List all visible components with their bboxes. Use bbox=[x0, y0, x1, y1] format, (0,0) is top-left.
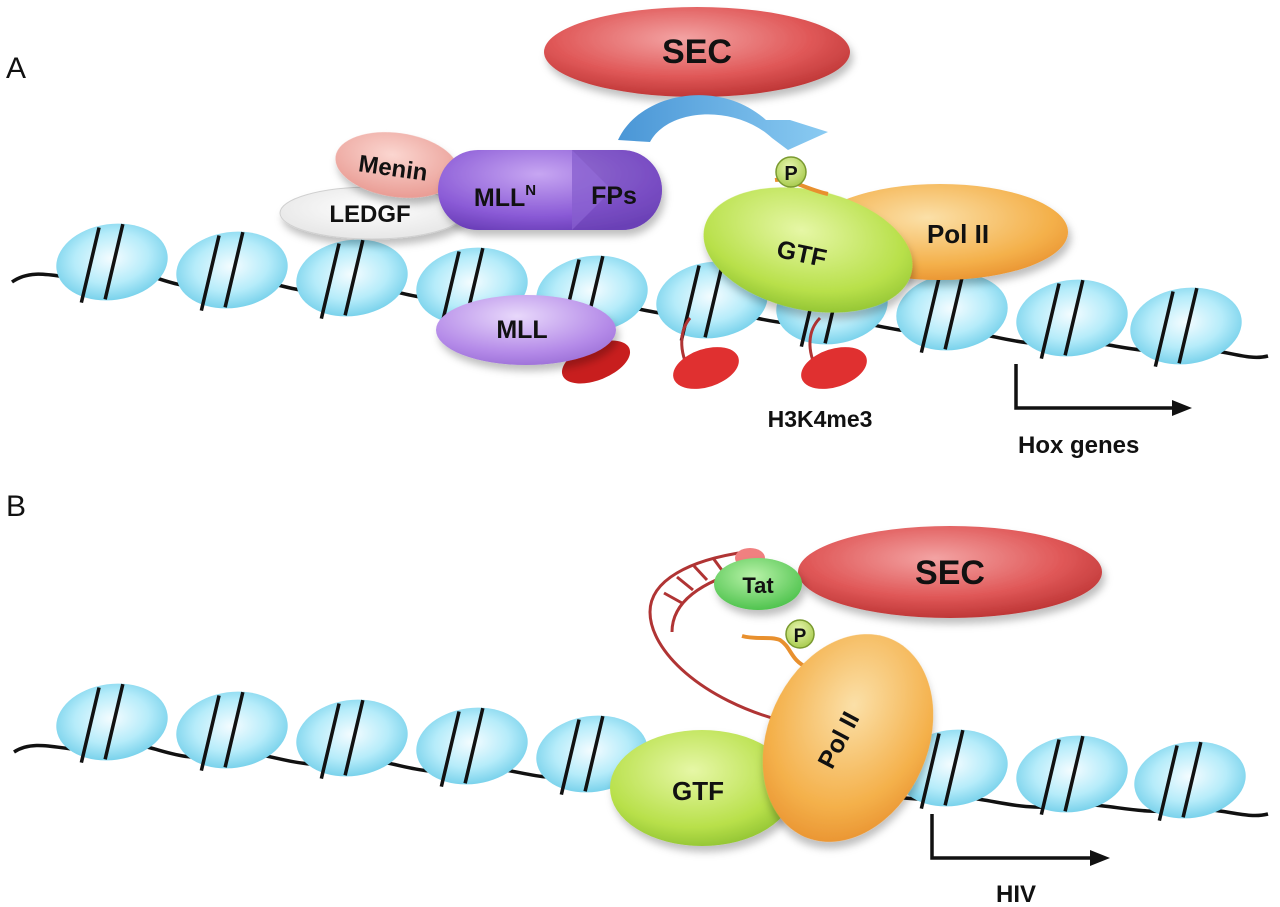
tss-arrow-a bbox=[1014, 364, 1176, 410]
gtf-complex-a bbox=[703, 187, 913, 313]
mll-fusion-protein bbox=[438, 150, 662, 230]
h3k4me3-mark-1 bbox=[673, 347, 739, 389]
nucleosome bbox=[1130, 287, 1242, 368]
panel-letter-b: B bbox=[6, 490, 26, 523]
nucleosome bbox=[1016, 279, 1128, 360]
mll-label: MLL bbox=[496, 316, 547, 344]
sec-label-a: SEC bbox=[662, 33, 732, 71]
recruitment-arrow bbox=[618, 95, 828, 150]
gtf-complex-b bbox=[610, 730, 794, 846]
ledgf-label: LEDGF bbox=[329, 201, 410, 228]
tss-arrowhead-a bbox=[1172, 400, 1192, 416]
hox-genes-label: Hox genes bbox=[1018, 432, 1139, 459]
pol2-complex-b bbox=[762, 634, 934, 842]
sec-complex-a bbox=[544, 7, 850, 97]
nucleosome-row-b bbox=[56, 683, 1246, 822]
tss-arrow-b bbox=[930, 814, 1094, 860]
nucleosome bbox=[416, 707, 528, 788]
phospho-label-a: P bbox=[784, 163, 797, 185]
tar-rna-rungs bbox=[663, 557, 726, 605]
panel-b: B SEC Tat P GTF Pol II HIV bbox=[6, 490, 1269, 907]
fps-label: FPs bbox=[591, 182, 637, 210]
phospho-badge-b bbox=[785, 619, 815, 649]
ctd-tail-b bbox=[741, 634, 809, 670]
gtf-label-b: GTF bbox=[672, 776, 724, 806]
nucleosome bbox=[56, 683, 168, 764]
nucleosome bbox=[56, 223, 168, 304]
h3k4me3-label: H3K4me3 bbox=[768, 406, 873, 432]
panel-a: A SEC LEDGF Menin MLLN FPs MLL H3K4me3 bbox=[6, 7, 1269, 459]
tat-label: Tat bbox=[742, 573, 774, 598]
nucleosome bbox=[896, 273, 1008, 354]
tat-protein bbox=[714, 558, 802, 610]
nucleosome bbox=[296, 699, 408, 780]
sec-complex-b bbox=[798, 526, 1102, 618]
nucleosome bbox=[296, 239, 408, 320]
pol2-label-a: Pol II bbox=[927, 219, 989, 249]
mll-n-label: MLLN bbox=[474, 182, 536, 212]
mll-protein bbox=[436, 295, 616, 365]
nucleosome bbox=[1016, 735, 1128, 816]
nucleosome bbox=[176, 691, 288, 772]
menin-protein bbox=[335, 132, 459, 198]
sec-label-b: SEC bbox=[915, 554, 985, 592]
phospho-label-b: P bbox=[794, 626, 807, 647]
h3k4me3-mark-2 bbox=[801, 347, 867, 389]
hiv-label: HIV bbox=[996, 881, 1036, 907]
panel-letter-a: A bbox=[6, 52, 26, 85]
nucleosome bbox=[176, 231, 288, 312]
nucleosome-row-a bbox=[56, 223, 1242, 368]
nucleosome bbox=[1134, 741, 1246, 822]
tss-arrowhead-b bbox=[1090, 850, 1110, 866]
phospho-badge-a bbox=[775, 156, 807, 188]
